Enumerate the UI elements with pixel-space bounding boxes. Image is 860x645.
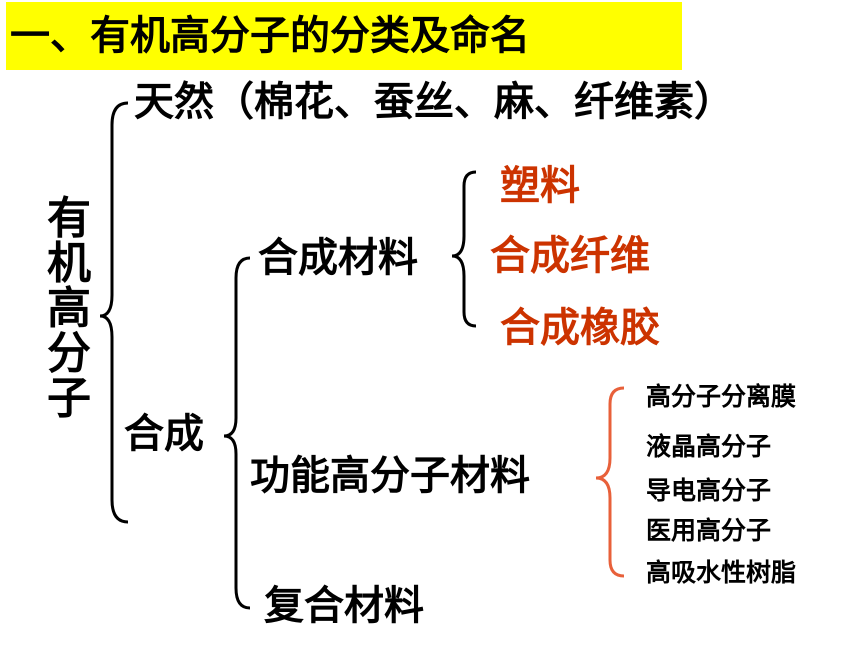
functional-item: 高吸水性树脂: [646, 558, 797, 587]
composite-materials-label: 复合材料: [264, 583, 424, 629]
synthetic-brace: [223, 256, 251, 610]
plastic-item: 塑料: [500, 163, 580, 209]
natural-label: 天然（棉花、蚕丝、麻、纤维素）: [134, 79, 734, 125]
functional-item: 医用高分子: [646, 516, 772, 545]
functional-materials-brace: [595, 386, 625, 578]
synthetic-rubber-item: 合成橡胶: [500, 305, 660, 351]
root-brace: [99, 101, 129, 524]
functional-item: 导电高分子: [646, 476, 772, 505]
functional-item: 液晶高分子: [646, 432, 772, 461]
functional-materials-label: 功能高分子材料: [250, 453, 530, 499]
synthetic-fiber-item: 合成纤维: [490, 233, 650, 279]
functional-item: 高分子分离膜: [646, 382, 797, 411]
page-title: 一、有机高分子的分类及命名: [10, 13, 530, 59]
title-highlight: [6, 2, 682, 70]
root-label: 有机高分子: [47, 193, 91, 424]
synthetic-materials-brace: [451, 170, 477, 328]
synthetic-label: 合成: [124, 411, 204, 457]
synthetic-materials-label: 合成材料: [258, 235, 418, 281]
